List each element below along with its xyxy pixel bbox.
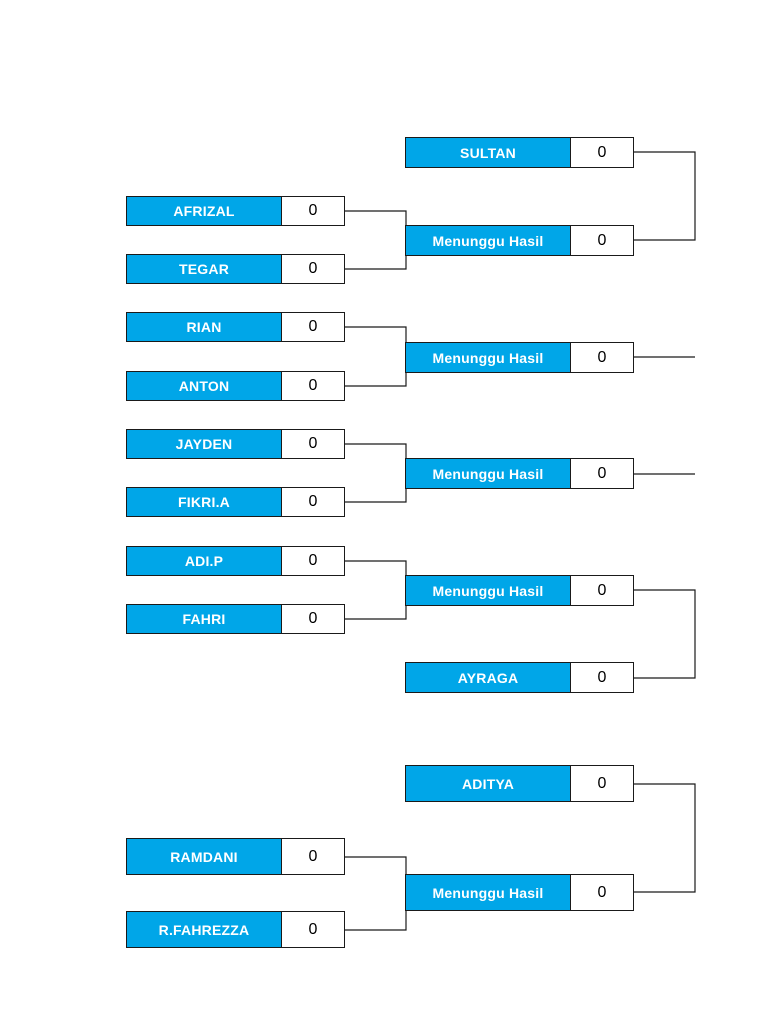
player-score: 0 — [571, 138, 633, 167]
pending-label: Menunggu Hasil — [406, 343, 571, 372]
r1-slot-rian: RIAN 0 — [126, 312, 345, 342]
player-score: 0 — [571, 766, 633, 801]
r2-slot-pending-2: Menunggu Hasil 0 — [405, 342, 634, 373]
player-name: ANTON — [127, 372, 282, 400]
pending-label: Menunggu Hasil — [406, 459, 571, 488]
player-score: 0 — [571, 226, 633, 255]
r1-slot-anton: ANTON 0 — [126, 371, 345, 401]
r2-slot-pending-3: Menunggu Hasil 0 — [405, 458, 634, 489]
r1-slot-fahri: FAHRI 0 — [126, 604, 345, 634]
player-score: 0 — [282, 912, 344, 947]
connector-adi-fahri — [344, 560, 407, 620]
player-score: 0 — [282, 839, 344, 874]
connector-ayraga-group — [633, 589, 696, 679]
r1-slot-rfahrezza: R.FAHREZZA 0 — [126, 911, 345, 948]
player-score: 0 — [282, 430, 344, 458]
player-name: RAMDANI — [127, 839, 282, 874]
player-score: 0 — [571, 875, 633, 910]
player-name: RIAN — [127, 313, 282, 341]
player-score: 0 — [282, 197, 344, 225]
connector-afrizal-tegar — [344, 210, 407, 270]
player-name: SULTAN — [406, 138, 571, 167]
pending-label: Menunggu Hasil — [406, 576, 571, 605]
connector-aditya-group — [633, 783, 696, 893]
player-name: FAHRI — [127, 605, 282, 633]
r1-slot-fikri: FIKRI.A 0 — [126, 487, 345, 517]
player-name: AYRAGA — [406, 663, 571, 692]
connector-ramdani-rfahrezza — [344, 856, 407, 931]
connector-sultan-group — [633, 151, 696, 241]
r1-slot-ramdani: RAMDANI 0 — [126, 838, 345, 875]
player-name: ADI.P — [127, 547, 282, 575]
player-name: AFRIZAL — [127, 197, 282, 225]
player-name: FIKRI.A — [127, 488, 282, 516]
player-name: R.FAHREZZA — [127, 912, 282, 947]
r2-slot-ayraga: AYRAGA 0 — [405, 662, 634, 693]
r1-slot-tegar: TEGAR 0 — [126, 254, 345, 284]
player-name: TEGAR — [127, 255, 282, 283]
player-score: 0 — [282, 372, 344, 400]
r2-slot-pending-4: Menunggu Hasil 0 — [405, 575, 634, 606]
player-score: 0 — [571, 663, 633, 692]
player-score: 0 — [282, 313, 344, 341]
r2-slot-aditya: ADITYA 0 — [405, 765, 634, 802]
player-name: ADITYA — [406, 766, 571, 801]
player-score: 0 — [282, 488, 344, 516]
player-score: 0 — [282, 605, 344, 633]
player-name: JAYDEN — [127, 430, 282, 458]
r1-slot-adi: ADI.P 0 — [126, 546, 345, 576]
player-score: 0 — [282, 547, 344, 575]
pending-label: Menunggu Hasil — [406, 875, 571, 910]
r1-slot-jayden: JAYDEN 0 — [126, 429, 345, 459]
player-score: 0 — [571, 459, 633, 488]
r2-slot-sultan: SULTAN 0 — [405, 137, 634, 168]
r1-slot-afrizal: AFRIZAL 0 — [126, 196, 345, 226]
player-score: 0 — [282, 255, 344, 283]
connector-jayden-fikri — [344, 443, 407, 503]
player-score: 0 — [571, 576, 633, 605]
r2-slot-pending-5: Menunggu Hasil 0 — [405, 874, 634, 911]
pending-label: Menunggu Hasil — [406, 226, 571, 255]
player-score: 0 — [571, 343, 633, 372]
connector-rian-anton — [344, 326, 407, 387]
r2-slot-pending-1: Menunggu Hasil 0 — [405, 225, 634, 256]
